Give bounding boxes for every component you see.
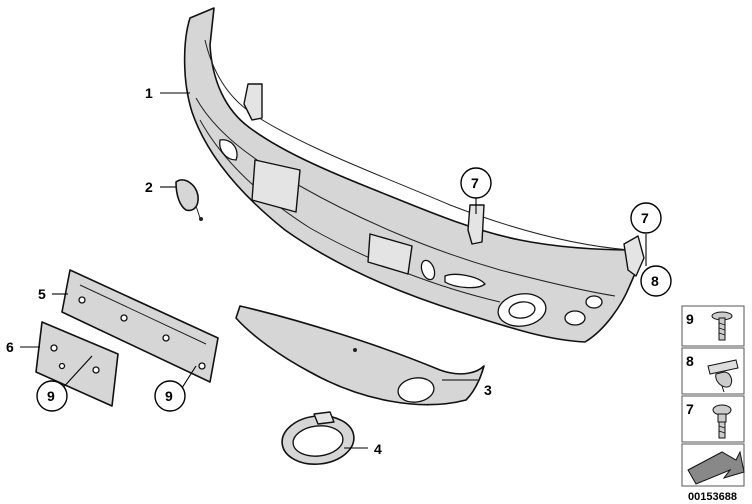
leader-lines — [20, 92, 647, 449]
callout-8: 8 — [651, 273, 659, 289]
screw-icon — [711, 311, 733, 341]
callout-circle-8 — [640, 265, 672, 297]
callout-4: 4 — [374, 441, 382, 457]
legend-label-bolt: 7 — [686, 401, 694, 417]
callout-9a: 9 — [47, 388, 55, 404]
legend-label-clip: 8 — [686, 353, 694, 369]
callout-circle-7a — [460, 167, 492, 199]
callout-circle-9a — [36, 380, 68, 412]
clip-icon — [707, 359, 739, 393]
callout-7b: 7 — [641, 210, 649, 226]
legend-label-screw: 9 — [686, 311, 694, 327]
direction-arrow-icon — [687, 450, 745, 485]
licence-plate-base — [61, 269, 219, 383]
bumper-shell — [183, 7, 645, 343]
callout-circle-7b — [630, 202, 662, 234]
callout-9b: 9 — [165, 388, 173, 404]
callout-circle-9b — [154, 380, 186, 412]
fastener-legend: 9 8 7 00153688 — [681, 305, 745, 503]
callout-7a: 7 — [471, 175, 479, 191]
tow-hook-cover — [175, 179, 203, 221]
callout-1: 1 — [145, 85, 153, 101]
diagram-code: 00153688 — [688, 491, 737, 503]
callouts: 1 2 5 6 3 4 7 7 8 9 9 — [6, 85, 672, 457]
callout-5: 5 — [38, 286, 46, 302]
plate-bracket — [35, 321, 119, 407]
callout-6: 6 — [6, 339, 14, 355]
fog-light-ring — [281, 411, 355, 465]
lower-trim-panel — [235, 305, 485, 406]
bolt-icon — [712, 404, 732, 439]
callout-2: 2 — [145, 179, 153, 195]
callout-3: 3 — [484, 382, 492, 398]
